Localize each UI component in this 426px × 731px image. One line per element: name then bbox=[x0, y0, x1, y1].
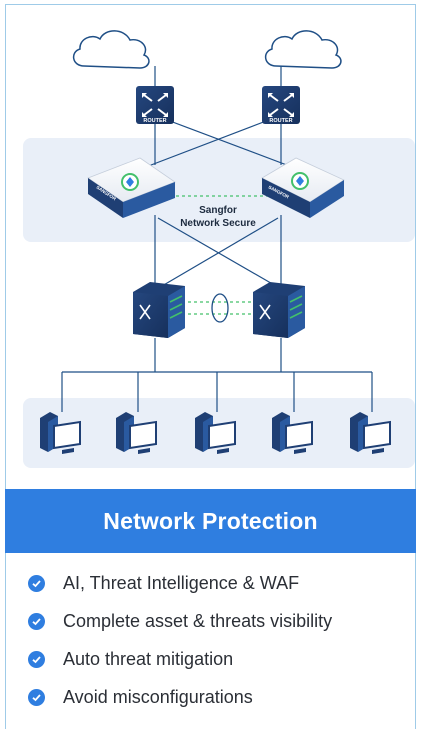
feature-text: Complete asset & threats visibility bbox=[63, 610, 333, 631]
network-protection-banner: Network Protection bbox=[5, 489, 416, 553]
feature-text: Auto threat mitigation bbox=[63, 648, 234, 669]
check-circle-icon bbox=[28, 574, 45, 592]
workstation-icon bbox=[116, 412, 157, 454]
feature-text: Avoid misconfigurations bbox=[63, 686, 253, 707]
router-icon bbox=[262, 86, 300, 124]
feature-item: Auto threat mitigation bbox=[28, 640, 418, 678]
router-icon bbox=[136, 86, 174, 124]
link-aggregation-icon bbox=[211, 293, 229, 323]
workstation-icon bbox=[350, 412, 391, 454]
router-label: ROUTER bbox=[143, 118, 166, 124]
feature-list: AI, Threat Intelligence & WAF Complete a… bbox=[28, 564, 418, 716]
firewall-logo-icon bbox=[121, 173, 139, 191]
center-label-line2: Network Secure bbox=[180, 218, 256, 229]
banner-title: Network Protection bbox=[103, 507, 318, 534]
center-label-line1: Sangfor bbox=[199, 205, 237, 216]
router-label: ROUTER bbox=[269, 118, 292, 124]
cloud-icon bbox=[264, 30, 342, 69]
firewall-appliance bbox=[87, 157, 176, 218]
firewall-appliance bbox=[261, 157, 345, 218]
cloud-icon bbox=[72, 30, 150, 69]
feature-item: Avoid misconfigurations bbox=[28, 678, 418, 716]
check-circle-icon bbox=[28, 688, 45, 706]
workstation-icon bbox=[195, 412, 236, 454]
check-circle-icon bbox=[28, 650, 45, 668]
workstation-icon bbox=[272, 412, 313, 454]
workstation-icon bbox=[40, 412, 81, 454]
network-diagram: ROUTER ROUTER SANGFOR SANGFOR Sangfor Ne… bbox=[23, 30, 415, 468]
check-circle-icon bbox=[28, 612, 45, 630]
switch-icon bbox=[133, 282, 185, 338]
outer-frame bbox=[5, 4, 416, 729]
firewall-logo-icon bbox=[291, 172, 309, 190]
feature-text: AI, Threat Intelligence & WAF bbox=[63, 572, 300, 593]
feature-item: Complete asset & threats visibility bbox=[28, 602, 418, 640]
switch-icon bbox=[253, 282, 305, 338]
feature-item: AI, Threat Intelligence & WAF bbox=[28, 564, 418, 602]
